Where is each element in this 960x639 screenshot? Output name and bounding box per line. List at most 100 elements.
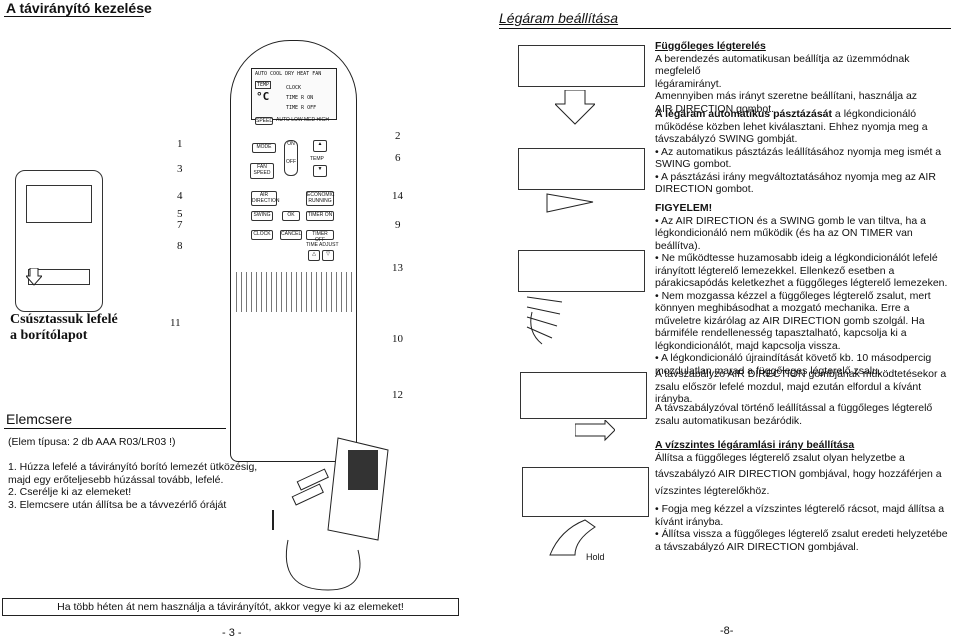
auto-swing-bullet-1: Az automatikus pásztázás leállításához n…: [655, 146, 955, 171]
slide-caption-line1: Csúsztassuk lefelé: [10, 312, 118, 327]
vertical-line-1: A berendezés automatikusan beállítja az …: [655, 52, 910, 78]
battery-step-1: 1. Húzza lefelé a távirányító borító lem…: [8, 461, 258, 473]
callout-2: 2: [395, 130, 401, 142]
right-title-rule: [499, 28, 951, 29]
callout-8: 8: [177, 240, 183, 252]
swing-button[interactable]: SWING: [251, 211, 273, 221]
vertical-line-4: AIR DIRECTION gombot.: [655, 102, 775, 115]
louver-positions-icon: [522, 292, 582, 357]
vertical-section: Függőleges légterelés A berendezés autom…: [655, 40, 955, 115]
slide-caption: Csúsztassuk lefelé a borítólapot: [10, 312, 118, 344]
lcd-speed-row: AUTO LOW MED HIGH: [276, 117, 329, 123]
remote-lcd: AUTO COOL DRY HEAT FAN TEMP °C CLOCK TIM…: [251, 68, 337, 120]
left-page-number: - 3 -: [222, 627, 242, 639]
battery-title: Elemcsere: [6, 411, 73, 427]
lcd-clock-label: CLOCK: [286, 85, 302, 91]
vertical-line-3: Amennyiben más irányt szeretne beállítan…: [655, 90, 918, 102]
temp-up-button[interactable]: ▲: [313, 140, 327, 152]
hold-label: Hold: [586, 552, 605, 562]
temp-down-button[interactable]: ▼: [313, 165, 327, 177]
direction-arrow-icon: [574, 418, 616, 449]
horizontal-section: A vízszintes légáramlási irány beállítás…: [655, 439, 955, 553]
battery-type: (Elem típusa: 2 db AAA R03/LR03 !): [8, 436, 176, 448]
temp-label: TEMP: [310, 156, 324, 162]
horizontal-bullet-1: Fogja meg kézzel a vízszintes légterelő …: [655, 503, 955, 528]
callout-9: 9: [395, 219, 401, 231]
horizontal-heading: A vízszintes légáramlási irány beállítás…: [655, 439, 855, 451]
ok-button[interactable]: OK: [282, 211, 300, 221]
footer-note: Ha több héten át nem használja a távirán…: [2, 598, 459, 616]
time-up-button[interactable]: △: [308, 250, 320, 261]
warning-heading: FIGYELEM!: [655, 202, 713, 214]
horizontal-line-1: Állítsa a függőleges légterelő zsalut ol…: [655, 451, 905, 464]
callout-11: 11: [170, 317, 181, 329]
warning-bullet-2: Ne működtesse huzamosabb ideig a légkond…: [655, 252, 955, 290]
auto-swing-section: A légáram automatikus pásztázását a légk…: [655, 108, 955, 196]
ac-unit-illustration-2: [518, 148, 645, 190]
cancel-button[interactable]: CANCEL: [280, 230, 302, 240]
battery-step-1b: majd egy erőteljesebb húzással tovább, l…: [8, 473, 224, 486]
swing-arrow-icon: [545, 192, 595, 219]
auto-swing-line-2: távszabályzó SWING gombját.: [655, 133, 798, 145]
lcd-mode-row: AUTO COOL DRY HEAT FAN: [255, 71, 322, 77]
right-page-title: Légáram beállítása: [499, 10, 619, 26]
remote-cover-grip: [232, 272, 352, 312]
mode-button[interactable]: MODE: [252, 143, 276, 153]
battery-step-2: 2. Cserélje ki az elemeket!: [8, 486, 132, 498]
air-direction-button[interactable]: AIR DIRECTION: [251, 191, 280, 206]
on-off-button[interactable]: ON OFF: [284, 140, 298, 176]
callout-7: 7: [177, 219, 183, 231]
warning-bullet-4: A légkondicionáló újraindítását követő k…: [655, 352, 955, 377]
economic-running-button[interactable]: ECONOMIC RUNNING: [306, 191, 335, 206]
horizontal-line-3: vízszintes légterelőkhöz.: [655, 484, 770, 497]
auto-swing-bold: A légáram automatikus pásztázását: [655, 108, 833, 120]
ac-unit-illustration-5: [522, 467, 649, 517]
callout-14: 14: [392, 190, 403, 202]
warning-section: FIGYELEM! Az AIR DIRECTION és a SWING go…: [655, 202, 955, 377]
callout-10: 10: [392, 333, 403, 345]
auto-swing-rest: a légkondicionáló: [832, 108, 917, 120]
left-page-title: A távirányító kezelése: [6, 0, 152, 16]
horizontal-line-2: távszabályzó AIR DIRECTION gombjával, ho…: [655, 468, 942, 480]
vertical-heading: Függőleges légterelés: [655, 40, 766, 52]
remote-paragraph-2: A távszabályzóval történő leállítással a…: [655, 402, 933, 427]
auto-swing-line-1: működése közben lehet kiválasztani. Ehhe…: [655, 120, 928, 133]
time-adjust-label: TIME ADJUST: [306, 242, 339, 248]
lcd-temp-label: TEMP: [255, 81, 272, 89]
small-remote-lcd: [26, 185, 92, 223]
horizontal-bullet-2: Állítsa vissza a függőleges légterelő zs…: [655, 528, 955, 553]
title-rule: [4, 16, 144, 17]
off-label: OFF: [286, 159, 296, 165]
fan-speed-button[interactable]: FAN SPEED: [250, 163, 274, 179]
small-remote-illustration: [15, 170, 103, 312]
callout-13: 13: [392, 262, 403, 274]
battery-step-3: 3. Elemcsere után állítsa be a távvezérl…: [8, 498, 227, 511]
callout-5: 5: [177, 208, 183, 220]
slide-caption-line2: a borítólapot: [10, 328, 88, 343]
slide-down-arrow-icon: [24, 267, 44, 291]
lcd-speed-label: SPEED: [255, 117, 273, 125]
airflow-arrow-icon: [553, 89, 597, 131]
callout-12: 12: [392, 389, 403, 401]
ac-unit-illustration-3: [518, 250, 645, 292]
warning-bullet-1: Az AIR DIRECTION és a SWING gomb le van …: [655, 215, 955, 253]
clock-button[interactable]: CLOCK: [251, 230, 273, 240]
battery-rule: [4, 428, 226, 429]
timer-off-button[interactable]: TIMER OFF: [306, 230, 334, 243]
callout-3: 3: [177, 163, 183, 175]
time-down-button[interactable]: ▽: [322, 250, 334, 261]
ac-unit-illustration-4: [520, 372, 647, 419]
callout-1: 1: [177, 138, 183, 150]
warning-bullet-3: Nem mozgassa kézzel a függőleges légtere…: [655, 290, 955, 353]
timer-on-button[interactable]: TIMER ON: [306, 211, 334, 221]
auto-swing-bullet-2: A pásztázási irány megváltoztatásához ny…: [655, 171, 955, 196]
hand-icon: [545, 515, 605, 565]
remote-paragraph: A távszabályzó AIR DIRECTION gombjának m…: [655, 368, 947, 405]
right-page-number: -8-: [720, 625, 734, 637]
lcd-timer-off-label: TIME R OFF: [286, 105, 317, 111]
lcd-temp-unit: °C: [256, 90, 270, 103]
ac-unit-illustration-1: [518, 45, 645, 87]
callout-4: 4: [177, 190, 183, 202]
battery-steps: 1. Húzza lefelé a távirányító borító lem…: [8, 461, 263, 511]
battery-replacement-illustration: [268, 430, 398, 595]
